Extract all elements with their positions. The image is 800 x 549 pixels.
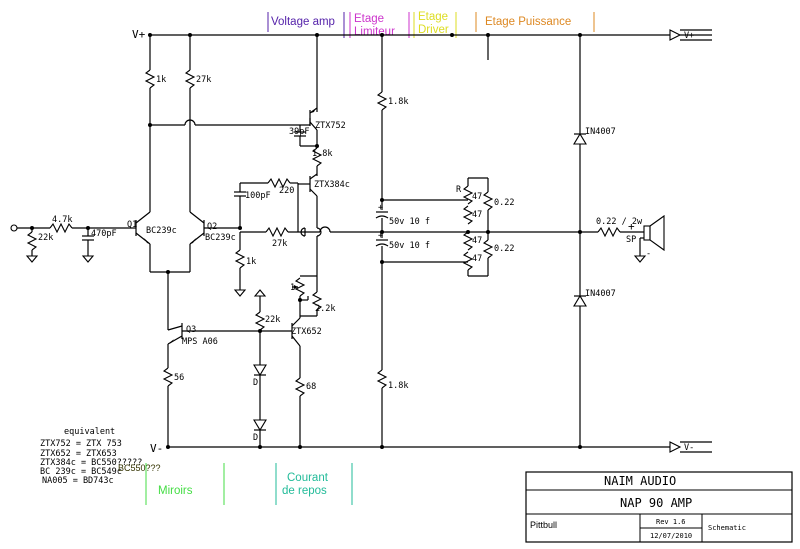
d-bot-label: IN4007: [585, 289, 616, 299]
vplus-out-label: V+: [684, 31, 694, 41]
equivalents-note: equivalent ZTX752 = ZTX 753 ZTX652 = ZTX…: [40, 427, 161, 486]
equiv-line-4: BC 239c = BC549c: [40, 467, 122, 477]
ztx384-label: ZTX384c: [314, 180, 350, 190]
section-voltage-amp: Voltage amp: [271, 16, 335, 28]
title-rev: Rev 1.6: [656, 518, 686, 526]
c50-top-label: 50v 10 f: [389, 217, 430, 227]
r-out-label: 0.22 / 2w: [596, 217, 643, 227]
r1k8-a-label: 1.8k: [312, 149, 332, 159]
title-block: NAIM AUDIO NAP 90 AMP Pittbull Rev 1.6 1…: [525, 471, 793, 543]
section-headers: Voltage amp Etage Limiteur Etage Driver …: [267, 11, 595, 38]
vplus-label: V+: [132, 28, 146, 41]
r68-label: 68: [306, 382, 316, 392]
current-mirror: Q3 MPS A06 56: [162, 323, 260, 447]
r27k-fb-label: 27k: [272, 239, 287, 249]
section-etage-limiteur-1: Etage: [354, 13, 384, 25]
r47-4-label: 47: [472, 254, 482, 264]
title-date: 12/07/2010: [650, 532, 692, 540]
r22k-in-label: 22k: [38, 233, 53, 243]
bias-network: 1 2.2k ZTX652 68 22k D: [253, 275, 335, 447]
equiv-line-5: NA005 = BD743c: [42, 476, 114, 486]
equiv-line-1: ZTX752 = ZTX 753: [40, 439, 122, 449]
equivalents-title: equivalent: [64, 427, 115, 437]
r22k-mid-label: 22k: [265, 315, 280, 325]
title-author: Pittbull: [530, 520, 557, 530]
section-courant-1: Courant: [287, 472, 329, 484]
section-etage-puissance: Etage Puissance: [485, 16, 571, 28]
section-courant-2: de repos: [282, 485, 327, 497]
sp-minus-label: -: [646, 249, 651, 259]
r27k-top-label: 27k: [196, 75, 211, 85]
r220-label: 220: [279, 186, 294, 196]
r47-1-label: 47: [472, 192, 482, 202]
section-miroirs: Miroirs: [158, 485, 193, 497]
bc550-note: BC550???: [118, 463, 161, 473]
input-stage: 22k 4.7k 470pF: [10, 215, 136, 263]
vminus-out-label: V-: [684, 443, 694, 453]
r1k-top-label: 1k: [156, 75, 166, 85]
r1k8-top-label: 1.8k: [388, 97, 408, 107]
bottom-annotations: Miroirs Courant de repos: [145, 463, 353, 505]
voltage-amp-stage: ZTX752 39pF 1.8k ZTX384c: [289, 35, 350, 276]
pot-label: 1: [290, 283, 295, 293]
r1k-fb-label: 1k: [246, 257, 256, 267]
c100p-label: 100pF: [245, 191, 271, 201]
r-label: R: [456, 185, 462, 195]
r47-3-label: 47: [472, 236, 482, 246]
section-etage-driver-2: Driver: [418, 24, 449, 36]
svg-text:+: +: [378, 231, 383, 241]
r47-2-label: 47: [472, 210, 482, 220]
d-top-label: IN4007: [585, 127, 616, 137]
d2-label: D: [253, 433, 258, 443]
r2k2-label: 2.2k: [315, 304, 335, 314]
c50-bot-label: 50v 10 f: [389, 241, 430, 251]
ztx752-label: ZTX752: [315, 121, 346, 131]
title-company: NAIM AUDIO: [604, 474, 676, 488]
title-doc-type: Schematic: [708, 524, 746, 532]
equiv-line-2: ZTX652 = ZTX653: [40, 449, 117, 459]
feedback-network: 100pF 220 27k 1k: [233, 177, 382, 297]
section-etage-driver-1: Etage: [418, 11, 448, 23]
q1-type-label: BC239c: [146, 226, 177, 236]
svg-text:+: +: [378, 203, 383, 213]
d1-label: D: [253, 378, 258, 388]
r022-bot-label: 0.22: [494, 244, 514, 254]
power-rails: V+ V+ V- V-: [132, 28, 712, 455]
r4k7-label: 4.7k: [52, 215, 72, 225]
vminus-label: V-: [150, 442, 163, 455]
output-stage: R 47 47 47 47 0.22 0.22 IN4007 IN4007: [456, 35, 665, 447]
speaker-icon: [643, 225, 651, 241]
ztx652-label: ZTX652: [291, 327, 322, 337]
sp-plus-label: +: [628, 220, 635, 233]
c470-label: 470pF: [91, 229, 117, 239]
q1-label: Q1: [127, 220, 137, 230]
c39p-label: 39pF: [289, 127, 309, 137]
q2-type-label: BC239c: [205, 233, 236, 243]
sp-label: SP: [626, 235, 636, 245]
r56-label: 56: [174, 373, 184, 383]
r1k8-bot-label: 1.8k: [388, 381, 408, 391]
section-etage-limiteur-2: Limiteur: [354, 26, 395, 38]
r022-top-label: 0.22: [494, 198, 514, 208]
title-model: NAP 90 AMP: [620, 496, 692, 510]
q2-label: Q2: [207, 222, 217, 232]
driver-stage: 1.8k + 50v 10 f + 50v 10 f 1.8k: [375, 35, 580, 447]
q3-type-label: MPS A06: [182, 337, 218, 347]
q3-label: Q3: [186, 325, 196, 335]
equiv-line-3: ZTX384c = BC550?????: [40, 458, 142, 468]
differential-pair: Q1 BC239c Q2 BC239c 1k 27k: [127, 35, 311, 330]
